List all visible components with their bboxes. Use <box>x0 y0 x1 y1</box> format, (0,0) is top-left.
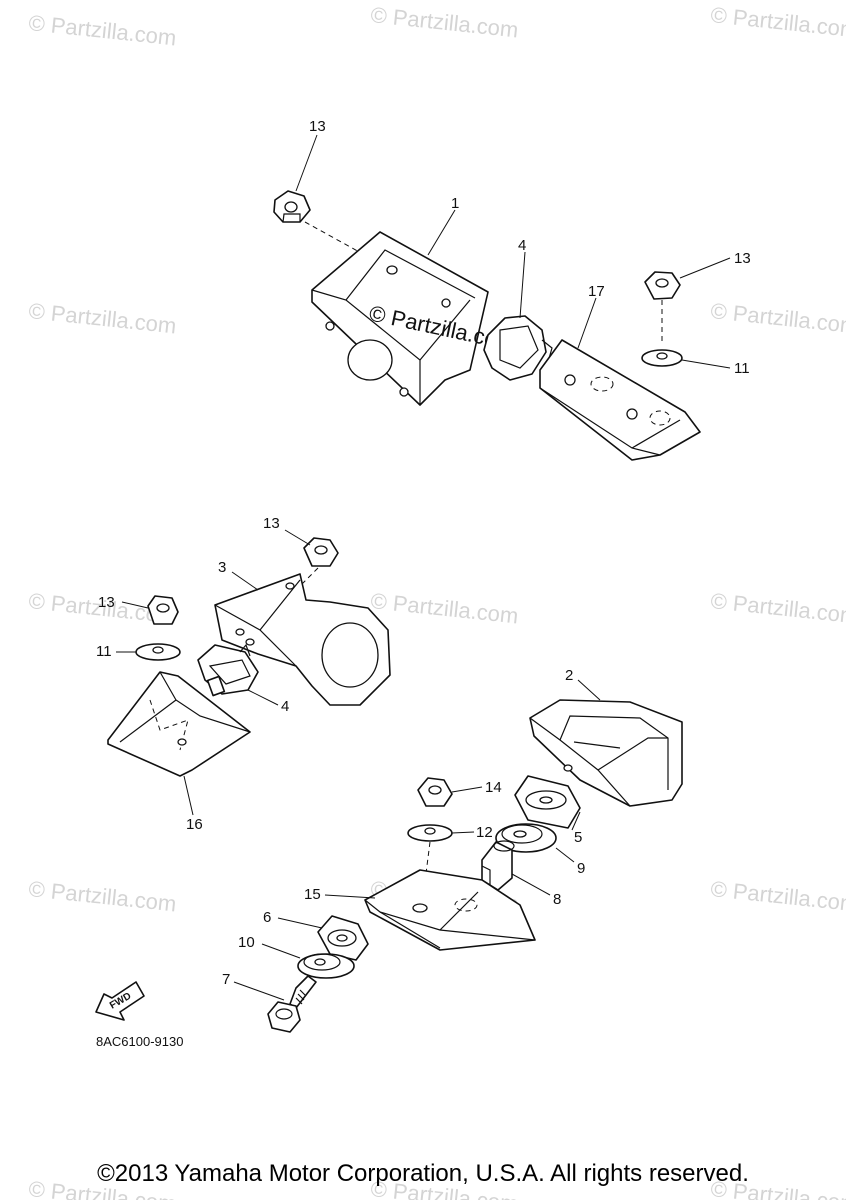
reference-code: 8AC6100-9130 <box>96 1034 184 1049</box>
part-11-washer-right <box>641 349 683 367</box>
part-15-plate <box>364 869 536 951</box>
callout-14: 14 <box>485 779 502 796</box>
callout-9: 9 <box>577 860 585 877</box>
part-4-damper-top <box>483 315 553 381</box>
leader-line <box>451 786 483 793</box>
callout-7: 7 <box>222 971 230 988</box>
part-3-bracket <box>214 573 391 706</box>
callout-13: 13 <box>734 250 751 267</box>
part-1-bracket <box>311 231 489 406</box>
part-7-bolt <box>267 975 317 1033</box>
leader-line <box>121 601 149 609</box>
watermark: © Partzilla.com <box>27 298 177 338</box>
watermark: © Partzilla.com <box>369 2 519 42</box>
callout-13: 13 <box>98 594 115 611</box>
watermark: © Partzilla.com <box>709 2 846 42</box>
part-2-housing <box>529 699 683 807</box>
callout-8: 8 <box>553 891 561 908</box>
watermarks: © Partzilla.com © Partzilla.com © Partzi… <box>27 2 846 1200</box>
leader-line <box>681 359 731 369</box>
leader-line <box>577 297 597 349</box>
leader-line <box>183 775 194 816</box>
callout-17: 17 <box>588 283 605 300</box>
callout-12: 12 <box>476 824 493 841</box>
part-5-rubber <box>514 775 581 829</box>
part-12-washer <box>407 824 453 842</box>
part-13-nut-right <box>644 271 681 300</box>
leader-line <box>324 894 376 899</box>
leader-line <box>284 529 311 546</box>
callout-16: 16 <box>186 816 203 833</box>
callout-10: 10 <box>238 934 255 951</box>
part-13-nut-left <box>147 595 179 625</box>
part-14-nut <box>417 777 453 807</box>
callout-13: 13 <box>263 515 280 532</box>
fwd-arrow-icon: FWD <box>95 981 145 1021</box>
part-13-nut-top <box>273 190 311 223</box>
callout-4: 4 <box>281 698 289 715</box>
part-13-nut-mid <box>303 537 339 567</box>
callout-2: 2 <box>565 667 573 684</box>
leader-line <box>247 689 279 706</box>
part-11-washer-left <box>135 643 181 661</box>
watermark: © Partzilla.com <box>27 10 177 50</box>
part-10-washer <box>297 953 355 979</box>
callout-5: 5 <box>574 829 582 846</box>
part-6-rubber <box>317 915 369 961</box>
leader-line <box>277 917 323 929</box>
part-17-plate <box>539 339 701 461</box>
watermark: © Partzilla.com <box>709 588 846 628</box>
watermark: © Partzilla.com <box>709 876 846 916</box>
part-9-washer <box>495 823 557 853</box>
callout-11: 11 <box>734 360 750 377</box>
leader-line <box>233 981 285 1001</box>
callout-11: 11 <box>96 643 112 660</box>
part-4-damper-mid <box>197 643 259 697</box>
leader-line <box>295 134 318 192</box>
callout-15: 15 <box>304 886 321 903</box>
callout-13: 13 <box>309 118 326 135</box>
callout-3: 3 <box>218 559 226 576</box>
leader-line <box>231 571 259 591</box>
part-16-plate <box>107 671 251 777</box>
watermark: © Partzilla.com <box>709 298 846 338</box>
copyright-notice: ©2013 Yamaha Motor Corporation, U.S.A. A… <box>97 1160 749 1187</box>
leader-line <box>555 847 575 863</box>
leader-line <box>679 257 731 279</box>
leader-line <box>519 251 526 319</box>
leader-line <box>427 209 456 256</box>
leader-line <box>571 811 581 831</box>
callout-6: 6 <box>263 909 271 926</box>
watermark: © Partzilla.com <box>27 876 177 916</box>
watermark: © Partzilla.com <box>369 588 519 628</box>
dash-line <box>289 567 319 597</box>
callout-1: 1 <box>451 195 459 212</box>
leader-line <box>511 873 551 896</box>
leader-line <box>577 679 601 701</box>
callout-4: 4 <box>518 237 526 254</box>
leader-line <box>451 831 475 834</box>
leader-line <box>261 943 301 959</box>
